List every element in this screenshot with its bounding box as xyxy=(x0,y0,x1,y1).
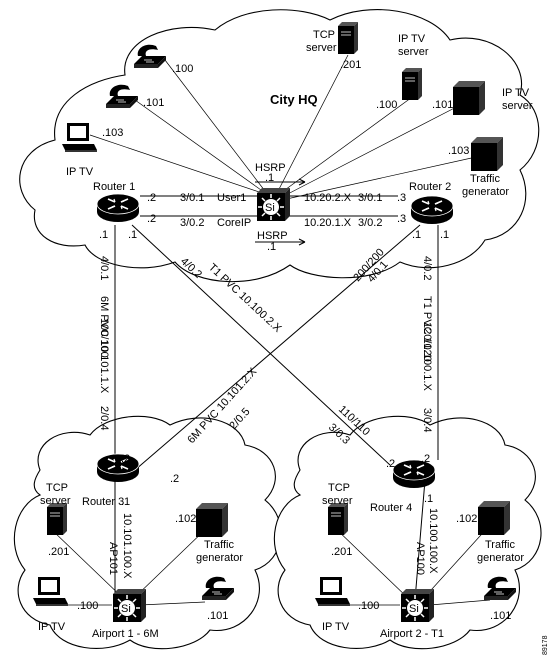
hq-traffic-generator-icon xyxy=(471,137,503,171)
airport1-switch-glyph: Si xyxy=(121,603,131,615)
airport1-tcp-server-ip: .201 xyxy=(48,546,69,558)
airport2-links xyxy=(331,524,491,606)
router3-ip-bottom: .1 xyxy=(121,496,130,508)
hq-tcp-server-icon xyxy=(337,21,359,55)
hq-traffic-generator-label-2: generator xyxy=(462,186,509,198)
router2-ip-user: .3 xyxy=(397,192,406,204)
router1-port-down: 4/0.1 xyxy=(98,256,110,280)
router2-label: Router 2 xyxy=(409,181,451,193)
router4-label: Router 4 xyxy=(370,502,412,514)
link-core-port-left: 3/0.2 xyxy=(180,217,204,229)
router1-ip-right: .1 xyxy=(128,229,137,241)
airport1-tcp-server-icon xyxy=(46,502,68,536)
router2-ip-left: .1 xyxy=(412,229,421,241)
airport2-traffic-generator-ip: .102 xyxy=(456,513,477,525)
pvc-r1-r3-name: 6M PVC 10.101.1.X xyxy=(98,296,110,394)
airport1-label: Airport 1 - 6M xyxy=(92,628,159,640)
router1-ip-user: .2 xyxy=(147,192,156,204)
airport2-tcp-server-label-1: TCP xyxy=(328,482,350,494)
airport1-traffic-generator-ip: .102 xyxy=(175,513,196,525)
hq-iptv-server-label-2: server xyxy=(398,46,429,58)
airport2-iptv-ip: .100 xyxy=(358,600,379,612)
router3-port-a: 2/0.4 xyxy=(98,406,110,430)
hq-iptv-server-ip: .100 xyxy=(376,99,397,111)
router1-ip-left: .1 xyxy=(99,229,108,241)
router1-ip-core: .2 xyxy=(147,213,156,225)
router3-icon xyxy=(96,453,140,483)
link-user-subnet: 10.20.2.X xyxy=(304,192,352,204)
airport2-tcp-server-ip: .201 xyxy=(331,546,352,558)
airport1-phone-ip: .101 xyxy=(207,610,228,622)
hsrp-bottom-label: HSRP xyxy=(257,230,288,242)
hq-iptv-server2-ip: .101 xyxy=(432,99,453,111)
airport2-traffic-generator-label-1: Traffic xyxy=(485,539,515,551)
airport1-traffic-generator-icon xyxy=(196,503,228,537)
airport2-tcp-server-icon xyxy=(327,502,349,536)
hq-iptv-server2-label-1: IP TV xyxy=(502,87,530,99)
router4-ip-left: .2 xyxy=(386,458,395,470)
router4-ip-top: .2 xyxy=(421,453,430,465)
router3-ip-top: .2 xyxy=(121,453,130,465)
airport2-traffic-generator-label-2: generator xyxy=(477,552,524,564)
router4-ip-bottom: .1 xyxy=(424,493,433,505)
link-core-name: CoreIP xyxy=(217,217,251,229)
airport1-vlan-name: AP101 xyxy=(107,542,119,575)
hsrp-top-label: HSRP xyxy=(255,162,286,174)
router1-label: Router 1 xyxy=(93,181,135,193)
pvc-r1-r3-rate: 100/100 xyxy=(98,318,110,358)
airport1-tcp-server-label-2: server xyxy=(40,495,71,507)
airport2-traffic-generator-icon xyxy=(478,501,510,535)
hq-phone-1-ip: .100 xyxy=(172,63,193,75)
router1-icon xyxy=(96,193,140,223)
airport1-traffic-generator-label-2: generator xyxy=(196,552,243,564)
hq-iptv-client-label: IP TV xyxy=(66,166,94,178)
pvc-r2-r4-rate: 120/120 xyxy=(421,322,433,362)
router3-label: Router 3 xyxy=(82,496,124,508)
airport2-vlan-name: AP100 xyxy=(414,542,426,575)
hq-tcp-server-label-1: TCP xyxy=(313,29,335,41)
link-core-port-right: 3/0.2 xyxy=(358,217,382,229)
hq-iptv-client-ip: .103 xyxy=(102,127,123,139)
airport2-label: Airport 2 - T1 xyxy=(380,628,444,640)
airport1-iptv-ip: .100 xyxy=(77,600,98,612)
hq-tcp-server-ip: .201 xyxy=(340,59,361,71)
hq-iptv-server-label-1: IP TV xyxy=(398,33,426,45)
airport1-iptv-label: IP TV xyxy=(38,621,66,633)
link-user-port-left: 3/0.1 xyxy=(180,192,204,204)
link-core-subnet: 10.20.1.X xyxy=(304,217,352,229)
pvc-r2-r4-name: T1 PVC 10.100.1.X xyxy=(421,296,433,391)
airport1-tcp-server-label-1: TCP xyxy=(46,482,68,494)
router4-port-b: 3/0.4 xyxy=(421,408,433,432)
hq-phone-2-ip: .101 xyxy=(143,97,164,109)
router2-port-down: 4/0.2 xyxy=(421,256,433,280)
hq-iptv-server-icon xyxy=(401,67,423,101)
airport2-iptv-label: IP TV xyxy=(322,621,350,633)
hsrp-top-ip: .1 xyxy=(265,172,274,184)
link-user-port-right: 3/0.1 xyxy=(358,192,382,204)
hq-iptv-server2-icon xyxy=(453,81,485,115)
router2-ip-core: .3 xyxy=(397,213,406,225)
hq-traffic-generator-label-1: Traffic xyxy=(470,173,500,185)
hq-tcp-server-label-2: server xyxy=(306,42,337,54)
hq-title: City HQ xyxy=(270,92,318,107)
link-user-name: User1 xyxy=(217,192,246,204)
airport1-traffic-generator-label-1: Traffic xyxy=(204,539,234,551)
airport2-tcp-server-label-2: server xyxy=(322,495,353,507)
router3-ip-right: .2 xyxy=(170,473,179,485)
airport2-switch-glyph: Si xyxy=(409,603,419,615)
figure-id: 89178 xyxy=(542,635,549,655)
airport1-vlan-subnet: 10.101.100.X xyxy=(121,513,133,579)
hq-iptv-server2-label-2: server xyxy=(502,100,533,112)
router2-icon xyxy=(410,195,454,225)
hq-links xyxy=(89,54,486,246)
hq-switch-glyph: Si xyxy=(265,202,275,214)
router2-ip-right: .1 xyxy=(440,229,449,241)
hsrp-bottom-ip: .1 xyxy=(267,241,276,253)
airport2-phone-ip: .101 xyxy=(490,610,511,622)
router3-port-b: 2/0.5 xyxy=(227,406,252,432)
wan-links xyxy=(114,224,439,605)
hq-traffic-generator-ip: .103 xyxy=(448,145,469,157)
airport2-vlan-subnet: 10.100.100.X xyxy=(427,508,439,574)
